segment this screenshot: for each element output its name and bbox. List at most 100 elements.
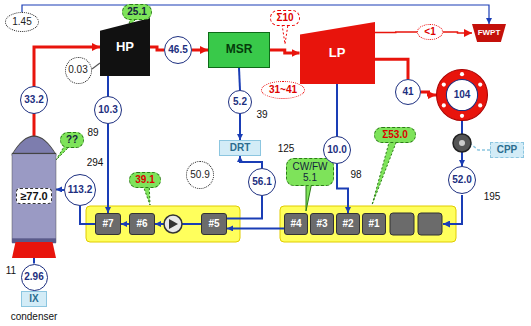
- cpp-line: [471, 144, 490, 150]
- pump-symbol: [169, 219, 178, 229]
- flow-line: [56, 188, 64, 191]
- flow-line: [192, 49, 208, 52]
- hp-turbine: HP: [100, 18, 150, 76]
- node-text: 5.2: [233, 96, 247, 108]
- dotted-callout: 1.45: [5, 12, 39, 32]
- node-text: 31~41: [269, 84, 297, 96]
- node-text: 113.2: [68, 184, 92, 196]
- node-text: 46.5: [168, 44, 187, 56]
- node-text: 10.3: [98, 104, 117, 116]
- flow-line: [239, 114, 241, 140]
- heater-box: #3: [310, 213, 334, 235]
- flow-circle: 46.5: [164, 36, 192, 64]
- heater-box: #1: [362, 213, 386, 235]
- dotted-callout: <1: [417, 24, 443, 40]
- flow-line: [270, 50, 300, 53]
- node-text: #5: [208, 218, 219, 230]
- heater-box: [390, 213, 414, 235]
- value-label: 125: [278, 143, 295, 154]
- heater-box: #7: [95, 213, 121, 235]
- flow-line: [34, 47, 100, 86]
- node-text: ≥77.0: [16, 188, 51, 205]
- flow-line: [421, 92, 436, 95]
- flow-line: [240, 156, 262, 168]
- node-text: CW/FW 5.1: [290, 161, 330, 184]
- heater-box: #4: [284, 213, 308, 235]
- value-label: 294: [87, 157, 104, 168]
- equipment-box: IX: [21, 291, 47, 307]
- node-text: #4: [290, 218, 301, 230]
- speech-callout: Σ53.0: [374, 127, 416, 143]
- node-text: 10.0: [327, 144, 346, 156]
- speech-callout: 39.1: [129, 172, 161, 188]
- node-text: <1: [424, 26, 435, 38]
- flow-line: [337, 164, 348, 213]
- value-label: 98: [350, 169, 361, 180]
- value-label: 11: [6, 265, 16, 276]
- node-text: 56.1: [252, 176, 271, 188]
- dotted-callout: 0.03: [65, 57, 92, 84]
- node-text: DRT: [230, 142, 251, 154]
- flow-line: [375, 59, 409, 79]
- speech-callout: ??: [60, 132, 84, 148]
- flow-line: [107, 124, 109, 213]
- value-label: 39: [256, 109, 267, 120]
- flow-circle: 5.2: [228, 90, 252, 114]
- node-text: 50.9: [190, 169, 209, 181]
- flow-line: [150, 47, 164, 50]
- node-text: 39.1: [135, 174, 154, 186]
- node-text: 25.1: [127, 6, 146, 18]
- flow-line: [227, 196, 262, 219]
- node-text: LP: [329, 46, 346, 61]
- part-label: condenser: [11, 311, 58, 322]
- node-text: #7: [102, 218, 113, 230]
- flow-circle: 33.2: [20, 86, 48, 114]
- equipment-box: DRT: [219, 140, 261, 156]
- node-text: 41: [402, 86, 413, 98]
- flow-circle: 41: [395, 79, 421, 105]
- lp-turbine: LP: [300, 22, 375, 84]
- heater-band: [86, 206, 240, 242]
- flow-circle: 56.1: [248, 168, 276, 196]
- heater-band: [280, 206, 456, 242]
- node-text: Σ53.0: [382, 129, 407, 141]
- msr-box: MSR: [208, 32, 270, 68]
- node-text: 104: [454, 89, 471, 101]
- node-text: IX: [29, 293, 38, 305]
- gland-line: [92, 63, 100, 69]
- flow-circle: 113.2: [64, 174, 96, 206]
- dotted-callout: 31~41: [261, 81, 305, 99]
- condensate-line: [443, 195, 462, 224]
- flow-line: [443, 32, 472, 33]
- node-text: 33.2: [24, 94, 43, 106]
- node-text: ??: [66, 134, 78, 146]
- flow-circle: 10.3: [94, 96, 122, 124]
- heater-box: #6: [129, 213, 155, 235]
- node-text: FWPT: [478, 28, 501, 37]
- node-text: 52.0: [452, 174, 471, 186]
- flow-line: [227, 227, 284, 229]
- flow-line: [33, 258, 35, 264]
- flow-circle: 10.0: [323, 136, 351, 164]
- flow-circle: 2.96: [21, 264, 48, 291]
- node-text: Σ10: [276, 12, 293, 24]
- node-text: 0.03: [68, 64, 87, 76]
- pump-symbol: [459, 140, 465, 146]
- condenser: 104: [436, 69, 488, 121]
- node-text: 1.45: [12, 16, 31, 28]
- value-label: 195: [484, 191, 501, 202]
- node-text: #1: [368, 218, 379, 230]
- flow-line: [336, 84, 338, 136]
- node-text: MSR: [226, 43, 253, 57]
- flow-line: [80, 206, 95, 224]
- flow-line: [121, 223, 129, 225]
- node-text: #6: [136, 218, 147, 230]
- callout-tail: [372, 135, 399, 205]
- node-text: #2: [342, 218, 353, 230]
- dotted-callout: 50.9: [186, 161, 214, 189]
- speech-callout: CW/FW 5.1: [286, 158, 334, 186]
- value-label: 89: [87, 127, 98, 138]
- flow-line: [375, 31, 418, 33]
- flow-line: [22, 5, 489, 24]
- node-text: HP: [116, 40, 134, 55]
